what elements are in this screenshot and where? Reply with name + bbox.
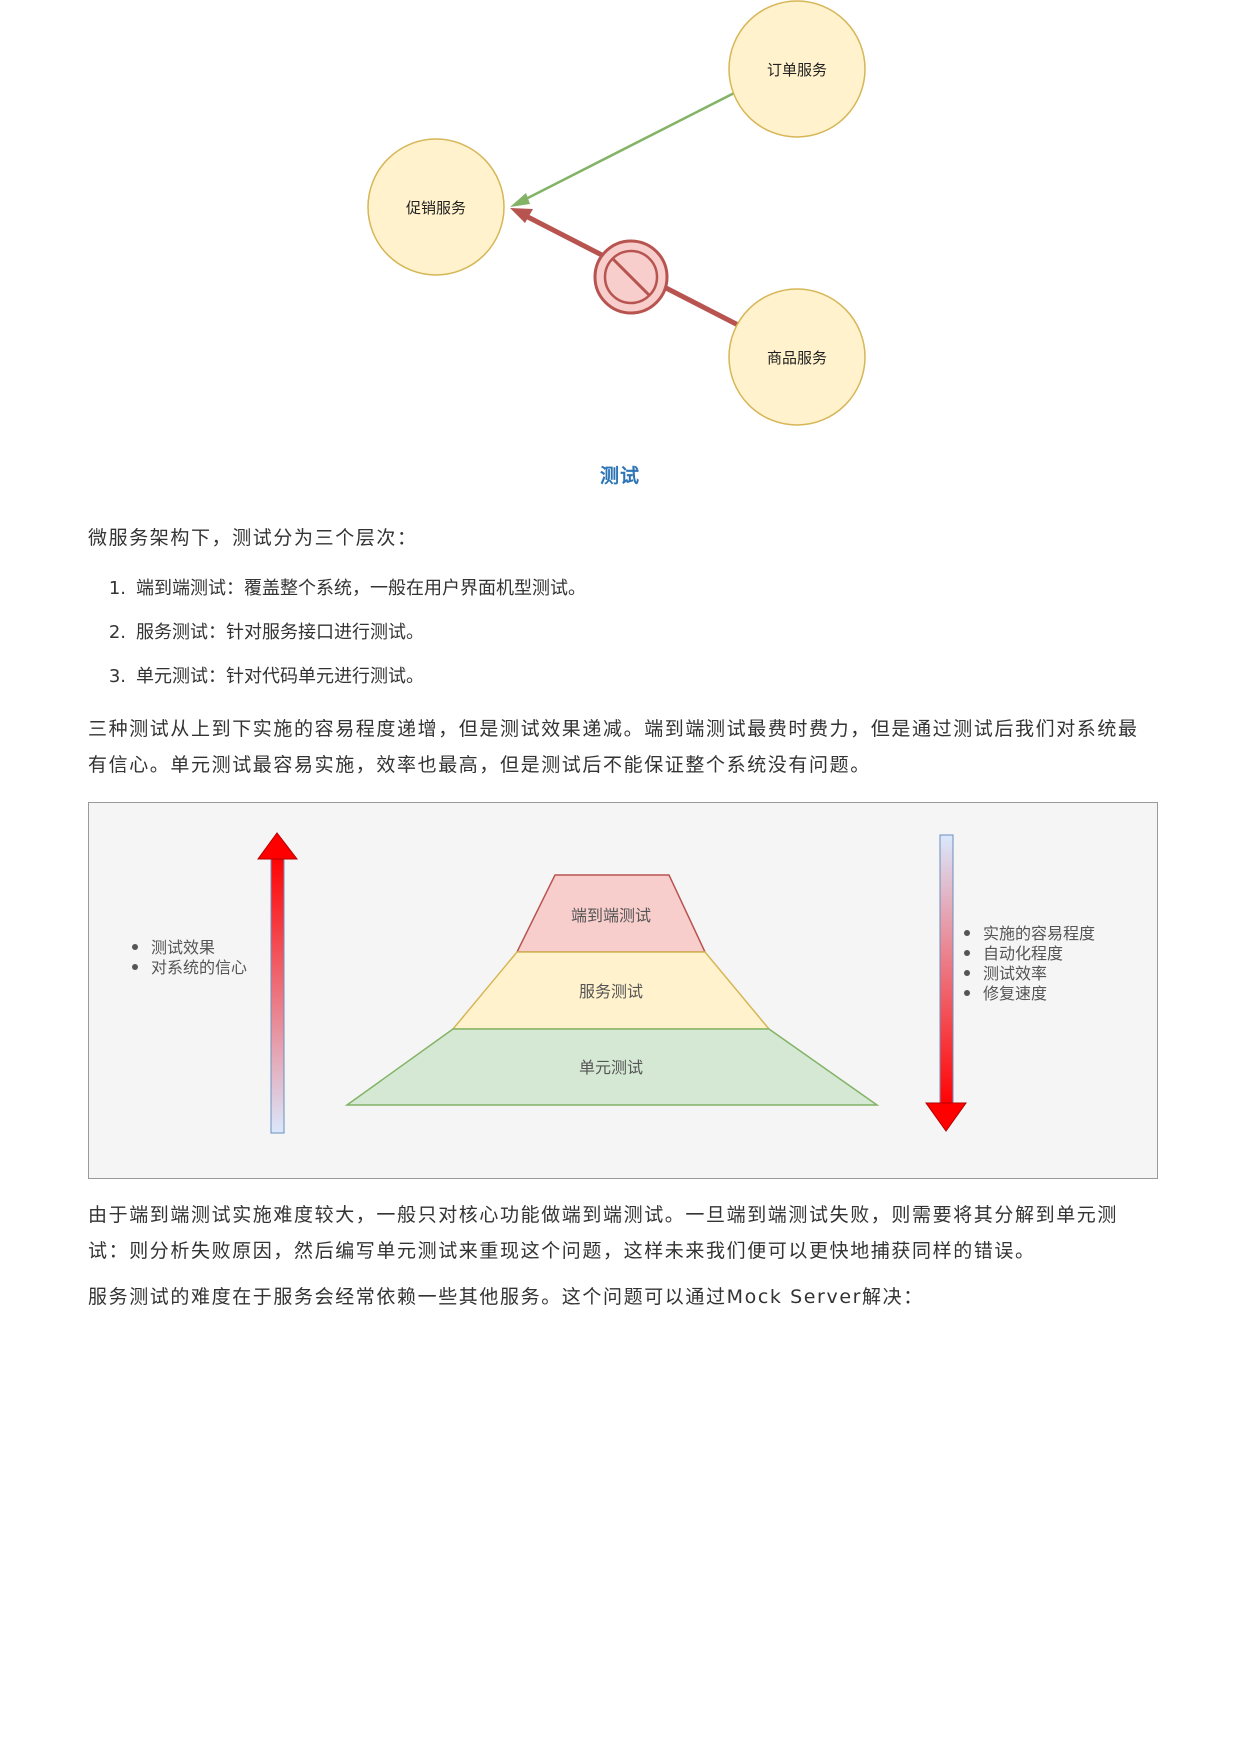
down-arrow bbox=[925, 834, 967, 1132]
comparison-paragraph: 三种测试从上到下实施的容易程度递增，但是测试效果递减。端到端测试最费时费力，但是… bbox=[88, 718, 1139, 776]
bullet-dot bbox=[964, 950, 970, 956]
bullet-dot bbox=[132, 944, 138, 950]
pyramid-layer-e2e: 端到端测试 bbox=[515, 874, 707, 953]
pyramid-layer-service-label: 服务测试 bbox=[579, 982, 643, 1001]
node-order-service: 订单服务 bbox=[728, 0, 866, 138]
node-promotion-service: 促销服务 bbox=[367, 138, 505, 276]
service-dependency-diagram: 订单服务 促销服务 商品服务 bbox=[367, 0, 866, 426]
right-bullet-item: 实施的容易程度 bbox=[983, 924, 1095, 943]
right-bullet-item: 自动化程度 bbox=[983, 944, 1063, 963]
pyramid-layer-unit: 单元测试 bbox=[344, 1028, 880, 1106]
testing-pyramid-svg: 测试效果 对系统的信心 端到端测试 服务测试 单元测试 实施的容易程度 自动化程… bbox=[132, 832, 1095, 1134]
node-promotion-service-label: 促销服务 bbox=[406, 199, 466, 217]
up-arrow bbox=[257, 832, 299, 1134]
node-product-service: 商品服务 bbox=[728, 288, 866, 426]
edge-product-to-promo-arrowhead bbox=[510, 208, 533, 223]
list-item: 1. 端到端测试：覆盖整个系统，一般在用户界面机型测试。 bbox=[90, 571, 586, 615]
right-bullet-item: 测试效率 bbox=[983, 964, 1047, 983]
edge-order-to-promo-arrowhead bbox=[510, 193, 530, 207]
test-levels-list: 1. 端到端测试：覆盖整个系统，一般在用户界面机型测试。 2. 服务测试：针对服… bbox=[90, 571, 586, 703]
right-bullet-item: 修复速度 bbox=[983, 984, 1047, 1003]
node-product-service-label: 商品服务 bbox=[767, 349, 827, 367]
list-item-text: 端到端测试：覆盖整个系统，一般在用户界面机型测试。 bbox=[136, 578, 586, 599]
list-item-number: 3. bbox=[108, 666, 126, 687]
edge-order-to-promo bbox=[517, 86, 745, 205]
pyramid-layer-unit-label: 单元测试 bbox=[579, 1058, 643, 1077]
testing-pyramid-figure: 测试效果 对系统的信心 端到端测试 服务测试 单元测试 实施的容易程度 自动化程… bbox=[88, 802, 1158, 1179]
bullet-dot bbox=[964, 970, 970, 976]
list-item-number: 1. bbox=[108, 578, 126, 599]
list-item-number: 2. bbox=[108, 622, 126, 643]
left-bullet-item: 测试效果 bbox=[151, 938, 215, 957]
list-item: 3. 单元测试：针对代码单元进行测试。 bbox=[90, 659, 586, 703]
pyramid-layer-e2e-label: 端到端测试 bbox=[571, 906, 651, 925]
node-order-service-label: 订单服务 bbox=[767, 61, 827, 79]
list-item-text: 服务测试：针对服务接口进行测试。 bbox=[136, 622, 424, 643]
section-heading: 测试 bbox=[599, 465, 640, 487]
mock-server-paragraph: 服务测试的难度在于服务会经常依赖一些其他服务。这个问题可以通过Mock Serv… bbox=[88, 1286, 924, 1308]
bullet-dot bbox=[964, 930, 970, 936]
e2e-failure-paragraph: 由于端到端测试实施难度较大，一般只对核心功能做端到端测试。一旦端到端测试失败，则… bbox=[88, 1204, 1119, 1262]
bullet-dot bbox=[964, 990, 970, 996]
pyramid-layer-service: 服务测试 bbox=[451, 951, 771, 1030]
bullet-dot bbox=[132, 964, 138, 970]
list-item: 2. 服务测试：针对服务接口进行测试。 bbox=[90, 615, 586, 659]
left-bullet-item: 对系统的信心 bbox=[151, 958, 247, 977]
intro-paragraph: 微服务架构下，测试分为三个层次： bbox=[88, 527, 418, 549]
list-item-text: 单元测试：针对代码单元进行测试。 bbox=[136, 666, 424, 687]
prohibited-icon bbox=[593, 239, 669, 315]
